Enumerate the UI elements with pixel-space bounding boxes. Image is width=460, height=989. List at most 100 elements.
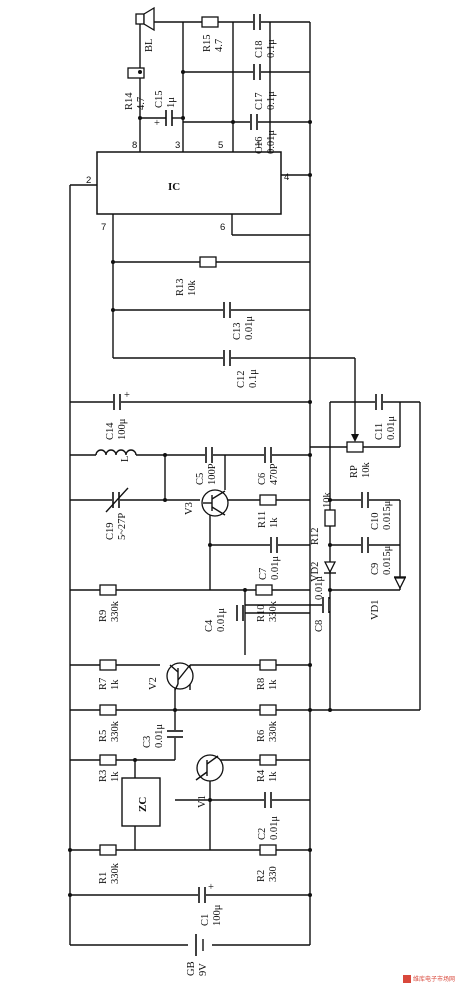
capacitor-c17: C17 0.1μ bbox=[253, 64, 277, 110]
r3-name: R3 bbox=[98, 770, 109, 782]
svg-text:+: + bbox=[154, 118, 160, 129]
resistor-r9: R9 330k bbox=[98, 584, 121, 622]
resistor-r8: R8 1k bbox=[256, 659, 279, 690]
r1-name: R1 bbox=[98, 872, 109, 884]
c3-name: C3 bbox=[142, 736, 153, 748]
capacitor-c18: C18 0.1μ bbox=[253, 14, 277, 58]
potentiometer-rp: RP 10k bbox=[346, 441, 372, 479]
r5-name: R5 bbox=[98, 730, 109, 742]
r12-value: 10k bbox=[322, 492, 333, 509]
r4-value: 1k bbox=[268, 771, 279, 782]
ic-pin-5: 5 bbox=[218, 140, 223, 151]
r2-name: R2 bbox=[256, 870, 267, 882]
diode-vd1: VD1 bbox=[370, 576, 407, 620]
c16-value: 0.01μ bbox=[266, 130, 277, 154]
c6-value: 470P bbox=[269, 463, 280, 485]
capacitor-c14: + C14 100μ bbox=[105, 390, 130, 440]
bl-label: BL bbox=[144, 39, 155, 52]
v1-name: V1 bbox=[197, 795, 208, 808]
c5-value: 100P bbox=[207, 463, 218, 485]
r4-name: R4 bbox=[256, 769, 267, 782]
capacitor-c9: C9 0.015μ bbox=[361, 537, 393, 575]
r11-name: R11 bbox=[257, 511, 268, 528]
r14-value: 4.7 bbox=[136, 97, 147, 110]
c15-name: C15 bbox=[154, 90, 165, 108]
resistor-r2: R2 330 bbox=[256, 844, 279, 882]
ic-chip: IC 1 2 3 4 5 6 7 8 bbox=[86, 140, 289, 233]
ic-pin-6: 6 bbox=[220, 222, 225, 233]
resistor-r11: R11 1k bbox=[257, 494, 280, 528]
junction-dots bbox=[68, 70, 332, 897]
c11-value: 0.01μ bbox=[386, 416, 397, 440]
r6-name: R6 bbox=[256, 730, 267, 742]
c16-name: C16 bbox=[254, 136, 265, 154]
ic-pin-1: 1 bbox=[256, 140, 261, 151]
c11-name: C11 bbox=[374, 423, 385, 440]
r14-name: R14 bbox=[124, 92, 135, 110]
inductor-l: L bbox=[95, 446, 137, 464]
c6-name: C6 bbox=[257, 473, 268, 485]
r9-name: R9 bbox=[98, 610, 109, 622]
transistor-v1: V1 bbox=[195, 754, 224, 808]
svg-text:+: + bbox=[208, 882, 214, 893]
ic-label: IC bbox=[168, 181, 180, 193]
c12-value: 0.1μ bbox=[248, 369, 259, 388]
resistor-r3: R3 1k bbox=[98, 754, 121, 782]
r6-value: 330k bbox=[268, 720, 279, 742]
r11-value: 1k bbox=[269, 517, 280, 528]
ic-pin-8: 8 bbox=[132, 140, 137, 151]
r15-value: 4.7 bbox=[214, 39, 225, 52]
r15-name: R15 bbox=[202, 34, 213, 52]
capacitor-c12: C12 0.1μ bbox=[223, 350, 259, 388]
c8-value: 0.01μ bbox=[314, 576, 325, 600]
resistor-r12: R12 10k bbox=[310, 492, 336, 545]
transistor-v2: V2 bbox=[148, 662, 194, 691]
r1-value: 330k bbox=[110, 862, 121, 884]
capacitor-c10: C10 0.015μ bbox=[361, 492, 393, 530]
capacitor-c16: C16 0.01μ bbox=[250, 114, 277, 154]
rp-value: 10k bbox=[361, 462, 372, 479]
svg-text:+: + bbox=[124, 390, 130, 401]
gb-value: 9V bbox=[198, 963, 209, 976]
c15-value: 1μ bbox=[166, 97, 177, 108]
r13-name: R13 bbox=[175, 278, 186, 296]
capacitor-c6: C6 470P bbox=[257, 447, 280, 485]
c4-value: 0.01μ bbox=[216, 608, 227, 632]
capacitor-c13: C13 0.01μ bbox=[223, 302, 255, 340]
r10-name: R10 bbox=[256, 604, 267, 622]
c13-name: C13 bbox=[232, 322, 243, 340]
v3-name: V3 bbox=[184, 502, 195, 515]
r7-value: 1k bbox=[110, 679, 121, 690]
resistor-r15: R15 4.7 bbox=[201, 16, 225, 52]
c17-name: C17 bbox=[254, 92, 265, 110]
c13-value: 0.01μ bbox=[244, 316, 255, 340]
c14-value: 100μ bbox=[117, 418, 128, 440]
c4-name: C4 bbox=[204, 619, 215, 632]
capacitor-c1: + C1 100μ bbox=[198, 882, 223, 926]
rp-name: RP bbox=[349, 465, 360, 478]
resistor-r13: R13 10k bbox=[175, 256, 217, 296]
c12-name: C12 bbox=[236, 370, 247, 388]
c14-name: C14 bbox=[105, 422, 116, 440]
c17-value: 0.1μ bbox=[266, 91, 277, 110]
r10-value: 330k bbox=[268, 600, 279, 622]
r8-value: 1k bbox=[268, 679, 279, 690]
c7-value: 0.01μ bbox=[270, 556, 281, 580]
l-name: L bbox=[120, 456, 131, 462]
r3-value: 1k bbox=[110, 771, 121, 782]
c7-name: C7 bbox=[258, 568, 269, 580]
c10-value: 0.015μ bbox=[382, 500, 393, 530]
battery-gb: GB 9V bbox=[186, 934, 212, 976]
capacitor-c8: C8 0.01μ bbox=[314, 576, 330, 632]
r8-name: R8 bbox=[256, 678, 267, 690]
capacitor-c2: C2 0.01μ bbox=[257, 792, 280, 840]
gb-name: GB bbox=[186, 961, 197, 976]
speaker-bl: BL bbox=[135, 6, 155, 52]
c10-name: C10 bbox=[370, 512, 381, 530]
c9-value: 0.015μ bbox=[382, 545, 393, 575]
capacitor-c4: C4 0.01μ bbox=[204, 605, 244, 632]
crystal-zc: ZC bbox=[121, 777, 161, 827]
ic-pin-7: 7 bbox=[101, 222, 106, 233]
diode-vd2: VD2 bbox=[310, 561, 337, 582]
